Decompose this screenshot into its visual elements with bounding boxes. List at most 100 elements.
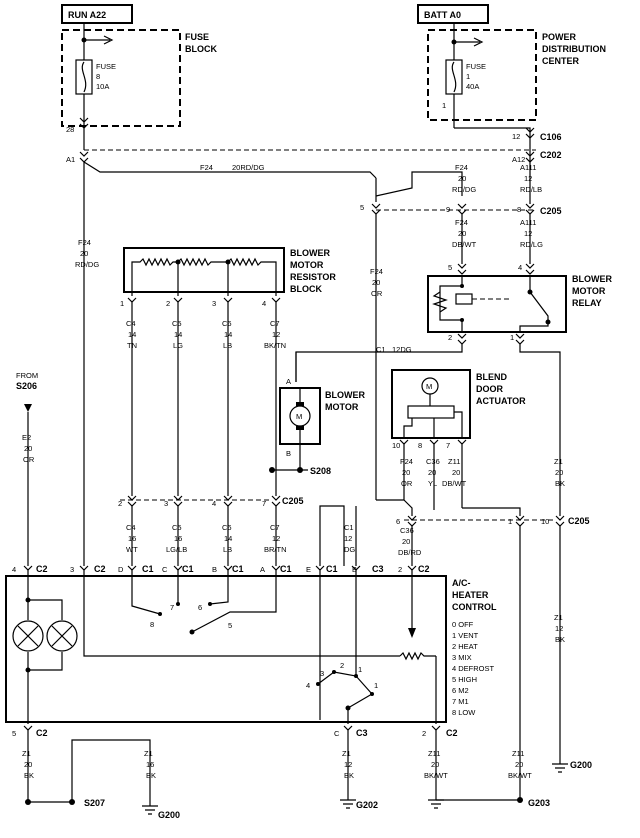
fuse1-l1: FUSE — [466, 62, 486, 71]
f24-run-2: RD/DG — [75, 260, 99, 269]
resistor-l1: BLOWER — [290, 248, 330, 258]
z11b-0: Z11 — [448, 457, 460, 466]
c7b-2: BR/TN — [264, 545, 287, 554]
c1-12dg: 12DG — [392, 345, 412, 354]
pos-7: 7 M1 — [452, 697, 469, 706]
a111-rdlb-0: A111 — [520, 163, 536, 172]
g200a: G200 — [158, 810, 180, 820]
fuse8-l3: 10A — [96, 82, 109, 91]
c6b-0: C6 — [222, 523, 232, 532]
ctl-pin-A: A — [260, 565, 265, 574]
s208: S208 — [310, 466, 331, 476]
relay-l1: BLOWER — [572, 274, 612, 284]
ctl-c1-b: C1 — [182, 564, 194, 574]
ctl-pin-3: 3 — [70, 565, 74, 574]
c4b-0: C4 — [126, 523, 136, 532]
c205r-pin-1: 1 — [508, 517, 512, 526]
ctl-pin-C: C — [162, 565, 168, 574]
ctl-pin-B2: B — [352, 565, 357, 574]
e2-2: OR — [23, 455, 35, 464]
c36c2-1: 20 — [402, 537, 410, 546]
c1v-2: DG — [344, 545, 355, 554]
ground-icon — [428, 799, 444, 809]
c6a-0: C6 — [222, 319, 232, 328]
c7a-2: BK/TN — [264, 341, 286, 350]
z11bot-2: BK/WT — [424, 771, 448, 780]
pos-5: 5 HIGH — [452, 675, 477, 684]
resistor-l2: MOTOR — [290, 260, 324, 270]
relay-pin-5: 5 — [448, 263, 452, 272]
pin-A1: A1 — [66, 155, 75, 164]
z11bot-0: Z11 — [428, 749, 440, 758]
relay-l3: RELAY — [572, 298, 602, 308]
relay-pin-2: 2 — [448, 333, 452, 342]
ctl-c1-a: C1 — [142, 564, 154, 574]
c205m-pin-4: 4 — [212, 499, 216, 508]
resistor-block-outline — [123, 247, 285, 293]
c205r-pin-6: 6 — [396, 517, 400, 526]
c5a-1: 14 — [174, 330, 182, 339]
c205-right: C205 — [568, 516, 590, 526]
ctl-b-pin-C: C — [334, 729, 340, 738]
bm-pin-B: B — [286, 449, 291, 458]
ac-l1: A/C- — [452, 578, 471, 588]
switch-position-list: 0 OFF 1 VENT 2 HEAT 3 MIX 4 DEFROST 5 HI… — [452, 620, 495, 717]
c4b-1: 16 — [128, 534, 136, 543]
blower-relay-outline — [427, 275, 567, 333]
pin-8: 8 — [517, 205, 521, 214]
f24-run-0: F24 — [78, 238, 91, 247]
c5a-2: LG — [173, 341, 183, 350]
z1-16bk-0: Z1 — [144, 749, 153, 758]
ctl-pin-2: 2 — [398, 565, 402, 574]
z1c3-1: 12 — [344, 760, 352, 769]
resistor-icon — [131, 257, 277, 296]
ctl-pin-B: B — [212, 565, 217, 574]
c5b-2: LG/LB — [166, 545, 187, 554]
c4a-2: TN — [127, 341, 137, 350]
ctl-c1-d: C1 — [280, 564, 292, 574]
z11r-0: Z11 — [512, 749, 524, 758]
c1-inline: C1 — [376, 345, 386, 354]
ground-icon — [142, 805, 158, 815]
f24-dbwt-0: F24 — [455, 218, 468, 227]
c4a-1: 14 — [128, 330, 136, 339]
sw-3: 3 — [320, 669, 324, 678]
z1-16bk-2: BK — [146, 771, 156, 780]
down-arrow-icon — [24, 404, 32, 412]
c205r-pin-10: 10 — [541, 517, 549, 526]
run-a22-label: RUN A22 — [68, 10, 106, 20]
z1-20bk-2: BK — [24, 771, 34, 780]
relay-l2: MOTOR — [572, 286, 606, 296]
z1c3-0: Z1 — [342, 749, 351, 758]
fuse8-l2: 8 — [96, 72, 100, 81]
f24-dbwt-2: DB/WT — [452, 240, 477, 249]
pin-12: 12 — [512, 132, 520, 141]
res-pin-3: 3 — [212, 299, 216, 308]
blend-door-outline — [391, 369, 471, 439]
control-top-connectors: 4 C2 3 C2 D C1 C C1 B C1 A C1 E C1 B C3 … — [12, 564, 430, 574]
ctl-c2-c: C2 — [418, 564, 430, 574]
bm-l1: BLOWER — [325, 390, 365, 400]
f24-or-1: 20 — [372, 278, 380, 287]
sw-1: 1 — [358, 665, 362, 674]
fuse1-l3: 40A — [466, 82, 479, 91]
run-a22-box — [61, 4, 133, 24]
pdc-l2: DISTRIBUTION — [542, 44, 606, 54]
res-pin-4: 4 — [262, 299, 266, 308]
pin-5: 5 — [360, 203, 364, 212]
e2-0: E2 — [22, 433, 31, 442]
fuse-block-label-1: FUSE — [185, 32, 209, 42]
batt-a0-box — [417, 4, 489, 24]
ctl-pin-E: E — [306, 565, 311, 574]
f24-or-2: OR — [371, 289, 383, 298]
c205m-pin-7: 7 — [262, 499, 266, 508]
a111-rdlb-2: RD/LB — [520, 185, 542, 194]
sw-2: 2 — [340, 661, 344, 670]
indicator-lamp-icon — [12, 620, 44, 652]
resistor-l3: RESISTOR — [290, 272, 336, 282]
c205: C205 — [540, 206, 562, 216]
ctl-c2-b: C2 — [94, 564, 106, 574]
bd-l1: BLEND — [476, 372, 507, 382]
bm-m: M — [296, 412, 302, 421]
f24-rddg-0: F24 — [455, 163, 468, 172]
